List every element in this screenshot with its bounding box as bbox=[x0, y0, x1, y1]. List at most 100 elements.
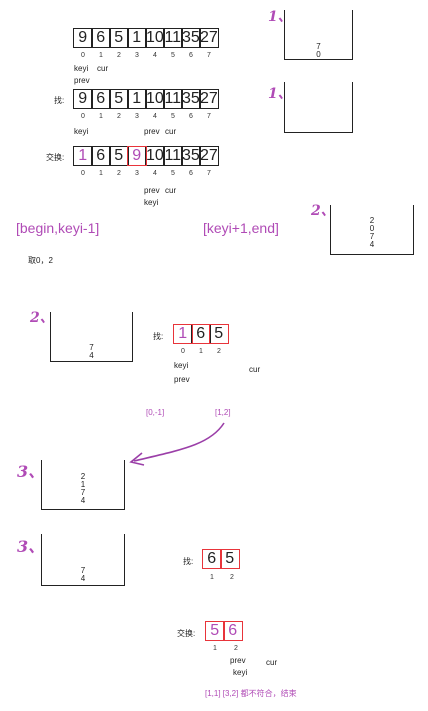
array-cell: 27 bbox=[199, 28, 219, 48]
stack-items: 7 4 bbox=[41, 567, 125, 583]
find-label: 找: bbox=[54, 96, 65, 105]
index-label: 3 bbox=[135, 52, 139, 59]
cur-pointer: cur bbox=[165, 186, 177, 195]
array-cell: 27 bbox=[199, 89, 219, 109]
array-cell: 11 bbox=[163, 146, 183, 166]
array-cell: 5 bbox=[209, 324, 229, 344]
take-note: 取0，2 bbox=[28, 256, 53, 265]
prev-pointer: prev bbox=[174, 375, 190, 384]
index-label: 1 bbox=[99, 52, 103, 59]
keyi-pointer: keyi bbox=[233, 668, 248, 677]
right-range-label: [1,2] bbox=[215, 408, 231, 417]
array-cell: 27 bbox=[199, 146, 219, 166]
index-label: 7 bbox=[207, 170, 211, 177]
index-label: 0 bbox=[81, 113, 85, 120]
stack-item: 7 bbox=[80, 566, 86, 575]
cur-pointer: cur bbox=[97, 64, 109, 73]
stack-item: 4 bbox=[80, 496, 86, 505]
array-cell: 1 bbox=[73, 146, 93, 166]
index-label: 1 bbox=[210, 574, 214, 581]
array-cell: 6 bbox=[91, 146, 111, 166]
index-label: 5 bbox=[171, 52, 175, 59]
stack-bucket bbox=[50, 312, 133, 362]
stack-bucket bbox=[284, 10, 353, 60]
left-range-label: [0,-1] bbox=[146, 408, 165, 417]
index-label: 1 bbox=[99, 170, 103, 177]
array-cell: 10 bbox=[145, 89, 165, 109]
array-row-4: 1 6 5 bbox=[173, 324, 229, 344]
index-label: 6 bbox=[189, 52, 193, 59]
array-cell: 1 bbox=[127, 28, 147, 48]
stack-item: 4 bbox=[80, 574, 86, 583]
array-cell: 9 bbox=[73, 28, 93, 48]
stack-item: 1 bbox=[80, 480, 86, 489]
array-row-2: 9 6 5 1 10 11 35 27 bbox=[73, 89, 219, 109]
step-label: 2、 bbox=[311, 203, 335, 219]
index-label: 2 bbox=[230, 574, 234, 581]
array-cell: 11 bbox=[163, 89, 183, 109]
stack-item: 2 bbox=[80, 472, 86, 481]
index-label: 7 bbox=[207, 52, 211, 59]
array-cell: 5 bbox=[109, 89, 129, 109]
find-label: 找: bbox=[153, 332, 164, 341]
index-label: 3 bbox=[135, 113, 139, 120]
prev-pointer: prev bbox=[144, 186, 160, 195]
array-row-5: 6 5 bbox=[202, 549, 240, 569]
prev-pointer: prev bbox=[144, 127, 160, 136]
index-label: 2 bbox=[217, 348, 221, 355]
array-cell: 6 bbox=[91, 89, 111, 109]
index-label: 0 bbox=[181, 348, 185, 355]
step-label: 2、 bbox=[30, 310, 54, 326]
stack-item: 7 bbox=[89, 343, 94, 352]
index-label: 0 bbox=[81, 52, 85, 59]
array-cell: 5 bbox=[220, 549, 240, 569]
keyi-pointer: keyi bbox=[74, 127, 89, 136]
array-cell: 35 bbox=[181, 28, 201, 48]
keyi-pointer: keyi bbox=[174, 361, 189, 370]
array-row-6: 5 6 bbox=[205, 621, 243, 641]
prev-pointer: prev bbox=[230, 656, 246, 665]
index-label: 6 bbox=[189, 170, 193, 177]
index-label: 0 bbox=[81, 170, 85, 177]
index-label: 4 bbox=[153, 170, 157, 177]
index-label: 2 bbox=[117, 52, 121, 59]
array-row-1: 9 6 5 1 10 11 35 27 bbox=[73, 28, 219, 48]
arrow-path bbox=[133, 422, 225, 462]
find-label: 找: bbox=[183, 557, 194, 566]
stack-item: 0 bbox=[316, 50, 321, 59]
stack-item: 0 bbox=[369, 224, 375, 233]
stack-bucket bbox=[284, 82, 353, 133]
keyi-pointer: keyi bbox=[74, 64, 89, 73]
index-label: 4 bbox=[153, 52, 157, 59]
stack-bucket bbox=[41, 460, 125, 510]
array-cell: 6 bbox=[202, 549, 222, 569]
index-label: 2 bbox=[117, 113, 121, 120]
stack-item: 7 bbox=[369, 232, 375, 241]
step-label: 1、 bbox=[268, 86, 292, 102]
index-label: 3 bbox=[135, 170, 139, 177]
stack-item: 4 bbox=[89, 351, 94, 360]
stack-items: 2 0 7 4 bbox=[330, 217, 414, 249]
index-label: 5 bbox=[171, 113, 175, 120]
stack-items: 7 4 bbox=[50, 344, 133, 360]
prev-pointer: prev bbox=[74, 76, 90, 85]
stack-item: 7 bbox=[316, 42, 321, 51]
index-label: 7 bbox=[207, 113, 211, 120]
arrow-head bbox=[129, 452, 145, 466]
array-cell: 10 bbox=[145, 146, 165, 166]
step-label: 1、 bbox=[268, 9, 292, 25]
arrow-icon bbox=[129, 422, 225, 466]
stack-item: 7 bbox=[80, 488, 86, 497]
stack-items: 2 1 7 4 bbox=[41, 473, 125, 505]
keyi-pointer: keyi bbox=[144, 198, 159, 207]
stack-items: 7 0 bbox=[284, 43, 353, 59]
array-cell: 5 bbox=[205, 621, 225, 641]
index-label: 6 bbox=[189, 113, 193, 120]
array-cell: 35 bbox=[181, 89, 201, 109]
array-cell: 10 bbox=[145, 28, 165, 48]
array-cell: 9 bbox=[73, 89, 93, 109]
index-label: 1 bbox=[99, 113, 103, 120]
array-cell: 11 bbox=[163, 28, 183, 48]
index-label: 2 bbox=[117, 170, 121, 177]
final-note: [1,1] [3,2] 都不符合，结束 bbox=[205, 689, 297, 698]
